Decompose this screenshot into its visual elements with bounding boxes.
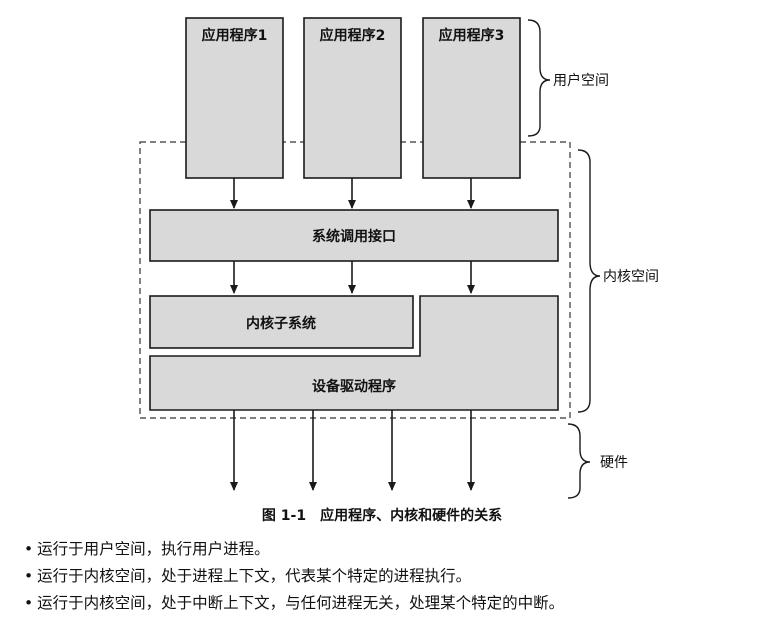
kernel-subsystem-box: 内核子系统	[149, 295, 414, 349]
kernel-space-label: 内核空间	[603, 269, 659, 285]
bullet-text-2: 运行于内核空间，处于进程上下文，代表某个特定的进程执行。	[37, 567, 472, 585]
app-label-2: 应用程序2	[320, 27, 386, 44]
hardware-label: 硬件	[600, 455, 628, 471]
bullet-item-1: 运行于用户空间，执行用户进程。	[24, 536, 564, 563]
kernel-space-brace	[577, 149, 601, 413]
app-box-1: 应用程序1	[185, 17, 284, 179]
app-box-3: 应用程序3	[422, 17, 521, 179]
hardware-brace	[567, 423, 591, 499]
app-label-1: 应用程序1	[202, 27, 268, 44]
device-driver-box: 设备驱动程序	[149, 295, 559, 411]
syscall-label: 系统调用接口	[312, 228, 396, 245]
kernel-relationship-diagram: 应用程序1 应用程序2 应用程序3 系统调用接口 内核子系统 设备驱动程序 用户…	[139, 17, 659, 524]
bullet-text-3: 运行于内核空间，处于中断上下文，与任何进程无关，处理某个特定的中断。	[37, 594, 565, 612]
app-label-3: 应用程序3	[439, 27, 505, 44]
subsystem-label: 内核子系统	[246, 315, 316, 332]
app-box-2: 应用程序2	[303, 17, 402, 179]
syscall-interface-box: 系统调用接口	[149, 209, 559, 262]
bullet-item-3: 运行于内核空间，处于中断上下文，与任何进程无关，处理某个特定的中断。	[24, 590, 564, 617]
bullet-item-2: 运行于内核空间，处于进程上下文，代表某个特定的进程执行。	[24, 563, 564, 590]
bullet-list: 运行于用户空间，执行用户进程。 运行于内核空间，处于进程上下文，代表某个特定的进…	[24, 536, 564, 617]
figure-caption: 图 1-1 应用程序、内核和硬件的关系	[262, 507, 502, 524]
user-space-brace	[527, 19, 551, 137]
bullet-text-1: 运行于用户空间，执行用户进程。	[37, 540, 270, 558]
user-space-label: 用户空间	[553, 72, 609, 89]
driver-label: 设备驱动程序	[312, 378, 396, 395]
